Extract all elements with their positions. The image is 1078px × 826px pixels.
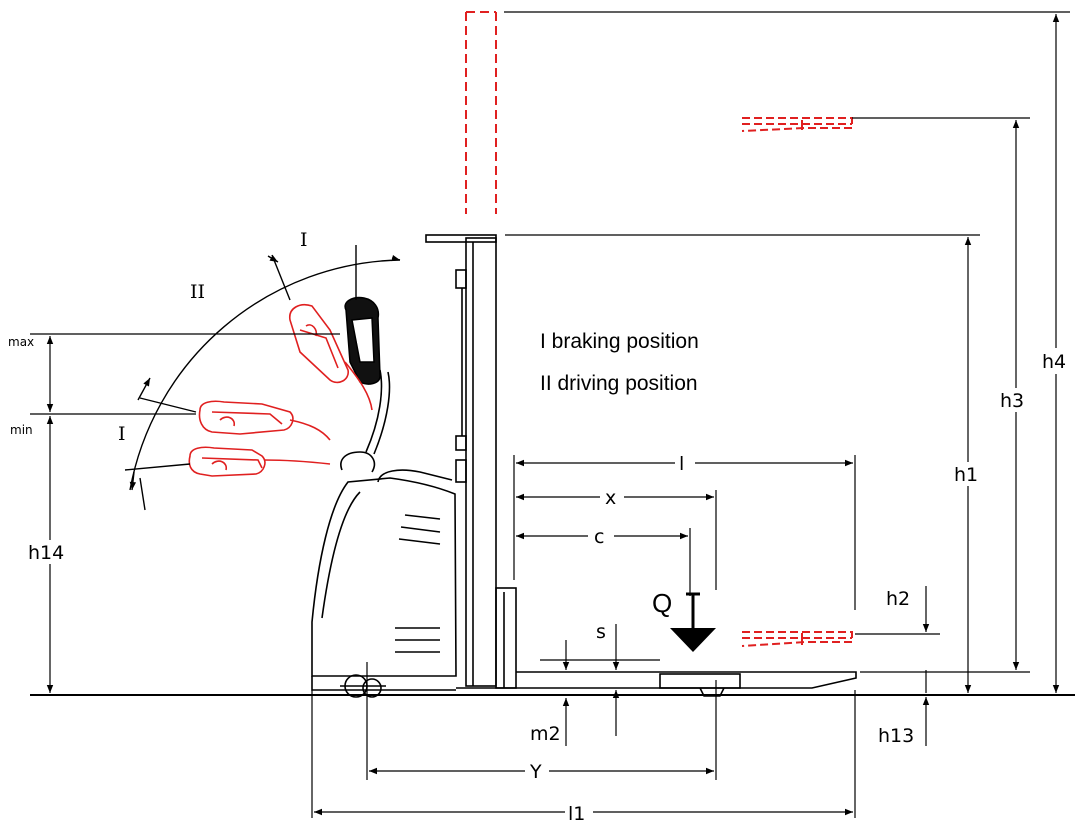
load-Q-label: Q	[652, 588, 672, 618]
load-arrow	[670, 592, 716, 652]
truck-body	[311, 369, 457, 691]
tiller-head-upright	[344, 296, 381, 385]
max-label: max	[8, 335, 34, 349]
dim-Y-label: Y	[529, 761, 542, 783]
tiller-head-horizontal-lower	[188, 446, 331, 477]
dim-h3-label: h3	[1000, 390, 1024, 412]
dim-h2-label: h2	[886, 588, 910, 610]
min-label: min	[10, 423, 33, 437]
arc-label-II: II	[190, 281, 205, 303]
mast	[425, 234, 517, 689]
tiller-height-lines	[30, 333, 340, 693]
arc-label-I-bottom: I	[118, 423, 126, 445]
dim-h14-label: h14	[28, 542, 64, 564]
dim-l-label: l	[679, 453, 684, 475]
fork-red-outline	[741, 631, 853, 647]
arc-label-I-top: I	[300, 229, 308, 251]
dim-h1-label: h1	[954, 464, 978, 486]
drive-wheel	[340, 674, 386, 698]
dim-c-label: c	[594, 526, 604, 548]
forks	[456, 671, 857, 697]
fork-dimension-lines	[513, 455, 856, 610]
dim-l1-label: l1	[568, 803, 585, 825]
overall-dimension-lines	[311, 662, 856, 818]
clearance-dimension-lines	[540, 624, 660, 746]
tiller-head-angled	[289, 304, 373, 411]
extended-mast	[465, 11, 497, 214]
raised-forks	[741, 117, 853, 132]
dim-h4-label: h4	[1042, 351, 1066, 373]
dim-x-label: x	[605, 487, 616, 509]
legend-driving: II driving position	[540, 372, 698, 395]
tiller-angle-arc	[124, 245, 401, 511]
tiller-head-horizontal-upper	[198, 400, 331, 441]
dim-h13-label: h13	[878, 725, 914, 747]
dim-m2-label: m2	[530, 723, 561, 745]
dim-s-label: s	[596, 621, 606, 643]
legend-braking: I braking position	[540, 330, 699, 353]
